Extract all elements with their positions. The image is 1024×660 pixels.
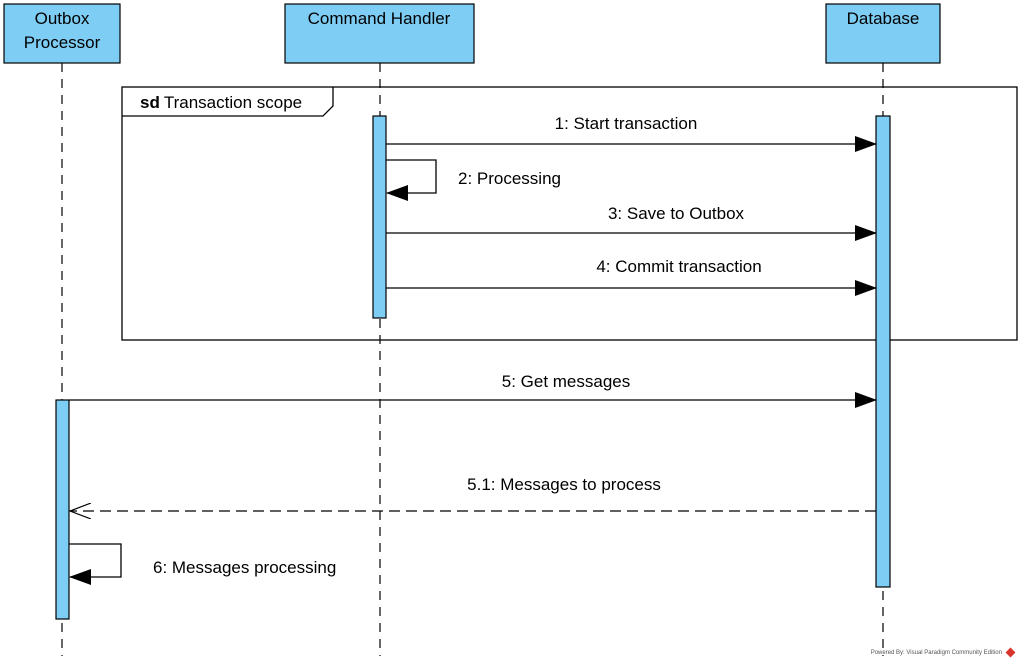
lifeline-outbox-label-line-1: Outbox: [35, 9, 90, 28]
message-2-label: 2: Processing: [458, 169, 561, 188]
lifeline-outbox-head[interactable]: Outbox Processor: [3, 3, 121, 64]
lifeline-handler-label: Command Handler: [308, 9, 451, 28]
message-1[interactable]: 1: Start transaction: [386, 114, 877, 152]
message-5-1-label: 5.1: Messages to process: [467, 475, 661, 494]
message-2[interactable]: 2: Processing: [386, 159, 561, 201]
message-3[interactable]: 3: Save to Outbox: [386, 204, 877, 241]
message-6-label: 6: Messages processing: [153, 558, 336, 577]
lifeline-database-label: Database: [847, 9, 920, 28]
watermark: Powered By: Visual Paradigm Community Ed…: [870, 647, 1016, 658]
activation-bar-database: [875, 115, 891, 588]
visual-paradigm-logo-icon: [1005, 647, 1016, 658]
message-6[interactable]: 6: Messages processing: [69, 543, 336, 585]
activation-bar-handler: [372, 115, 387, 319]
lifeline-outbox-label-line-2: Processor: [24, 33, 101, 52]
watermark-text: Powered By: Visual Paradigm Community Ed…: [870, 649, 1002, 656]
message-5-1[interactable]: 5.1: Messages to process: [70, 475, 876, 511]
activation-bar-outbox: [55, 399, 70, 620]
message-4[interactable]: 4: Commit transaction: [386, 257, 877, 296]
frame-keyword: sd: [140, 93, 160, 112]
message-3-label: 3: Save to Outbox: [608, 204, 745, 223]
message-1-label: 1: Start transaction: [555, 114, 698, 133]
frame-label: Transaction scope: [164, 93, 302, 112]
lifeline-handler-head[interactable]: Command Handler: [284, 3, 475, 64]
lifeline-database-head[interactable]: Database: [825, 3, 941, 64]
message-5[interactable]: 5: Get messages: [69, 372, 877, 408]
message-4-label: 4: Commit transaction: [596, 257, 761, 276]
message-5-label: 5: Get messages: [502, 372, 631, 391]
